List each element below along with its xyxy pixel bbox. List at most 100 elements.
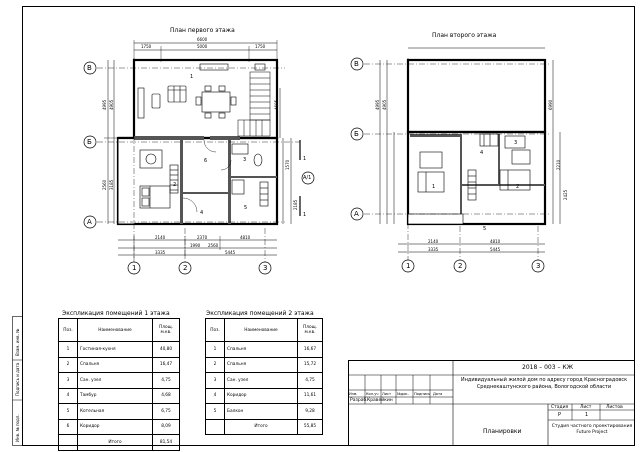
stamp-col-podpis: Подпись	[414, 392, 431, 396]
dim-side-1: 4605	[274, 99, 279, 110]
stamp-stage: Р	[558, 412, 562, 418]
table2-head-pos: Поз.	[205, 318, 225, 342]
room2-number: 2	[173, 182, 177, 188]
dim2-bot-4: 5445	[490, 247, 501, 252]
axis2-a-label: А	[354, 210, 359, 218]
side-label-podpis: Подпись и дата	[15, 362, 20, 396]
dim-bot-4: 1990	[190, 243, 201, 248]
dim-bot-2: 2370	[197, 235, 208, 240]
stamp-sheet: 1	[585, 412, 589, 418]
dim-top-3: 1750	[255, 44, 266, 49]
dim2-bot-3: 3335	[428, 247, 439, 252]
dim-left-2: 4905	[109, 99, 114, 110]
floor2-plan	[364, 47, 561, 262]
axis-1-label: 1	[132, 264, 137, 272]
stamp-razrab-label: Разраб.	[350, 398, 368, 403]
dim-top-2: 5000	[197, 44, 208, 49]
table2-head-name: Наименование	[224, 318, 298, 342]
dim-bot-6: 3335	[155, 250, 166, 255]
dim-left-3: 2560	[102, 179, 107, 190]
dim-side-3: 2185	[293, 199, 298, 210]
stamp-col-izm: Изм.	[349, 392, 358, 396]
sheet-frame	[22, 6, 635, 446]
axis-b-label: Б	[87, 138, 92, 146]
floor2-title: План второго этажа	[432, 32, 497, 39]
side-label-vzam: Взам. инв. №	[15, 328, 20, 356]
axis2-b-label: Б	[354, 130, 359, 138]
axis-3-label: 3	[263, 264, 268, 272]
dim2-bot-2: 4810	[490, 239, 501, 244]
axis2-2-label: 2	[458, 262, 463, 270]
stamp-org: Студия частного проектирования Future Pr…	[551, 424, 633, 435]
dim2-right-1: 6990	[548, 99, 553, 110]
stamp-col-list: Лист	[382, 392, 392, 396]
axis-2-label: 2	[183, 264, 188, 272]
side-strip	[12, 316, 23, 446]
room3-number: 3	[243, 157, 247, 163]
stamp-col-ndok: №док.	[397, 392, 409, 396]
stamp-sheets-head: Листов	[606, 405, 623, 410]
dim-bot-7: 5445	[225, 250, 236, 255]
dim2-left-1: 4995	[375, 99, 380, 110]
dim2-right-2: 2210	[556, 159, 561, 170]
dim-left-4: 3185	[109, 179, 114, 190]
axis2-v-label: В	[354, 60, 359, 68]
dim2-right-3: 2425	[563, 189, 568, 200]
floor1-title: План первого этажа	[170, 27, 235, 34]
axis-v-label: В	[87, 64, 92, 72]
side-label-inv: Инв. № подл.	[15, 414, 20, 442]
stamp-col-koluch: Кол.уч	[366, 392, 379, 396]
axis-a1-label: А/1	[303, 175, 312, 181]
room1-number: 1	[190, 74, 194, 80]
room2-3-number: 3	[514, 140, 518, 146]
section-mark-bottom: 1	[303, 212, 307, 218]
dim-top-1: 1750	[141, 44, 152, 49]
table2-title: Экспликация помещений 2 этажа	[206, 310, 314, 317]
room2-5-number: 5	[483, 226, 487, 232]
dim-left-1: 4995	[102, 99, 107, 110]
dim2-bot-1: 2140	[428, 239, 439, 244]
stamp-stage-head: Стадия	[551, 405, 569, 410]
room6-number: 6	[204, 158, 208, 164]
stamp-title: Индивидуальный жилой дом по адресу город…	[460, 377, 628, 390]
axis2-3-label: 3	[536, 262, 541, 270]
dim2-left-2: 4905	[382, 99, 387, 110]
room2-2-number: 2	[516, 184, 520, 190]
axis-a-label: А	[87, 218, 92, 226]
room2-1-number: 1	[432, 184, 436, 190]
table1-head-area: Площ. м.кв.	[152, 318, 180, 342]
stamp-drawing-name: Планировки	[483, 428, 522, 435]
room2-4-number: 4	[480, 150, 484, 156]
room5-number: 5	[244, 205, 248, 211]
stamp-col-data: Дата	[433, 392, 443, 396]
floor1-plan	[97, 40, 301, 262]
room4-number: 4	[200, 210, 204, 216]
dim-bot-1: 2140	[155, 235, 166, 240]
axis2-1-label: 1	[406, 262, 411, 270]
table1-head-name: Наименование	[77, 318, 153, 342]
table2-head-area: Площ. м.кв.	[297, 318, 323, 342]
stamp-code: 2018 – 003 – КЖ	[522, 364, 574, 371]
dim-side-2: 1570	[285, 159, 290, 170]
dim-top-total: 6600	[197, 37, 208, 42]
stamp-sheet-head: Лист	[580, 405, 592, 410]
dim-bot-5: 2560	[208, 243, 219, 248]
table1-head-pos: Поз.	[58, 318, 78, 342]
table1-title: Экспликация помещений 1 этажа	[62, 310, 170, 317]
section-mark-top: 1	[303, 156, 307, 162]
